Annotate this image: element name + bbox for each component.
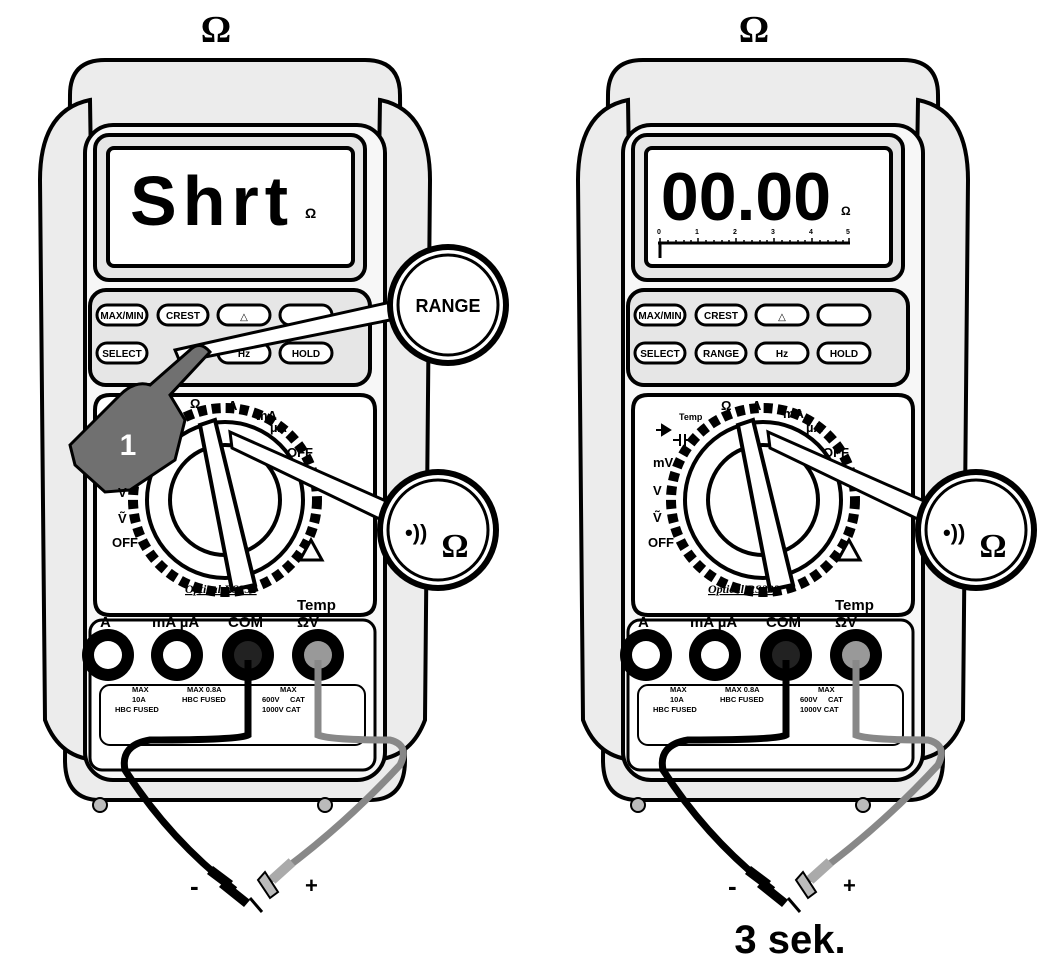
right-multimeter: Ω 00.00 Ω 0 1 2 3 4 5 MAX/MIN CREST △ SE… [578, 9, 1034, 912]
right-display-unit: Ω [841, 204, 851, 218]
left-btn-relative[interactable]: △ [240, 312, 248, 323]
right-rating-max: MAX [670, 685, 687, 694]
left-dial-vac: Ṽ [118, 511, 127, 526]
left-dial-ohm: Ω [190, 396, 200, 411]
left-btn-hold[interactable]: HOLD [292, 349, 320, 360]
right-dial-callout: Ω [979, 528, 1006, 565]
left-term-com: COM [228, 614, 263, 631]
left-step-number: 1 [120, 429, 137, 462]
caption: 3 sek. [734, 918, 846, 962]
left-rating-cat: CAT [290, 695, 305, 704]
right-rating-08a: MAX 0.8A [725, 685, 760, 694]
left-rating-08a: MAX 0.8A [187, 685, 222, 694]
left-probe-plus: + [305, 873, 318, 898]
left-rating-10a: 10A [132, 695, 146, 704]
right-btn-crest[interactable]: CREST [704, 311, 738, 322]
left-btn-hz[interactable]: Hz [238, 349, 250, 360]
right-term-ma: mA µA [690, 614, 737, 631]
right-dial-ma: mA [783, 406, 805, 421]
right-dial-off-left: OFF [648, 535, 674, 550]
right-brand: Optical RS232 [708, 582, 780, 596]
left-term-a: A [100, 614, 111, 631]
right-display-text: 00.00 [661, 159, 831, 235]
right-term-ohmv: ΩV [835, 614, 857, 631]
right-rating-hbc1: HBC FUSED [653, 705, 697, 714]
left-dial-callout: Ω [441, 528, 468, 565]
right-scale-4: 4 [809, 229, 813, 236]
left-dial-off-left: OFF [112, 535, 138, 550]
left-term-ma: mA µA [152, 614, 199, 631]
right-btn-range[interactable]: RANGE [703, 349, 739, 360]
left-rating-hbc2: HBC FUSED [182, 695, 226, 704]
right-probe-minus: - [728, 871, 737, 901]
right-dial-a: A [752, 398, 762, 413]
right-btn-maxmin[interactable]: MAX/MIN [638, 311, 681, 322]
bargraph-scale: 0 1 2 3 4 5 [657, 229, 850, 258]
left-brand: Optical RS232 [185, 582, 257, 596]
right-btn-hold[interactable]: HOLD [830, 349, 858, 360]
right-symbol: Ω [739, 9, 769, 51]
right-dial-ohm: Ω [721, 398, 731, 413]
right-term-com: COM [766, 614, 801, 631]
right-rating-cat: CAT [828, 695, 843, 704]
right-dial-off-right: OFF [823, 445, 849, 460]
left-dial-ua: µA [270, 420, 287, 435]
right-rating-1000v: 1000V CAT [800, 705, 839, 714]
left-symbol: Ω [201, 9, 231, 51]
right-rating-10a: 10A [670, 695, 684, 704]
left-rating-1000v: 1000V CAT [262, 705, 301, 714]
left-dial-v: V [118, 485, 127, 500]
left-dial-off-right: OFF [287, 445, 313, 460]
right-rating-max2: MAX [818, 685, 835, 694]
right-scale-5: 5 [846, 229, 850, 236]
right-term-a: A [638, 614, 649, 631]
right-btn-relative[interactable]: △ [778, 312, 786, 323]
left-dial-a: A [228, 398, 238, 413]
right-btn-select[interactable]: SELECT [640, 349, 679, 360]
right-dial-ua: µA [806, 420, 823, 435]
left-rating-hbc1: HBC FUSED [115, 705, 159, 714]
right-dial-mv: mV [653, 455, 674, 470]
left-range-callout: RANGE [415, 296, 480, 316]
left-term-temp: Temp [297, 597, 336, 614]
right-term-temp: Temp [835, 597, 874, 614]
right-scale-3: 3 [771, 229, 775, 236]
right-scale-0: 0 [657, 229, 661, 236]
left-rating-max: MAX [132, 685, 149, 694]
left-display-unit: Ω [305, 205, 316, 221]
right-dial-callout-icon: •)) [943, 520, 965, 545]
right-btn-hz[interactable]: Hz [776, 349, 788, 360]
right-dial-temp: Temp [679, 412, 703, 422]
right-scale-2: 2 [733, 229, 737, 236]
right-rating-600v: 600V [800, 695, 818, 704]
left-display-text: Shrt [130, 162, 294, 240]
left-btn-crest[interactable]: CREST [166, 311, 200, 322]
left-btn-maxmin[interactable]: MAX/MIN [100, 311, 143, 322]
right-dial-vac: Ṽ [653, 510, 662, 525]
left-probe-minus: - [190, 871, 199, 901]
left-dial-ma: mA [256, 408, 278, 423]
left-term-ohmv: ΩV [297, 614, 319, 631]
left-btn-select[interactable]: SELECT [102, 349, 141, 360]
right-probe-plus: + [843, 873, 856, 898]
left-multimeter: Ω Shrt Ω MAX/MIN CREST △ SELECT Hz HOLD … [40, 9, 506, 912]
right-scale-1: 1 [695, 229, 699, 236]
left-rating-600v: 600V [262, 695, 280, 704]
left-dial-callout-icon: •)) [405, 520, 427, 545]
left-rating-max2: MAX [280, 685, 297, 694]
pointing-finger: 1 [68, 344, 212, 494]
right-rating-hbc2: HBC FUSED [720, 695, 764, 704]
right-dial-v: V [653, 483, 662, 498]
